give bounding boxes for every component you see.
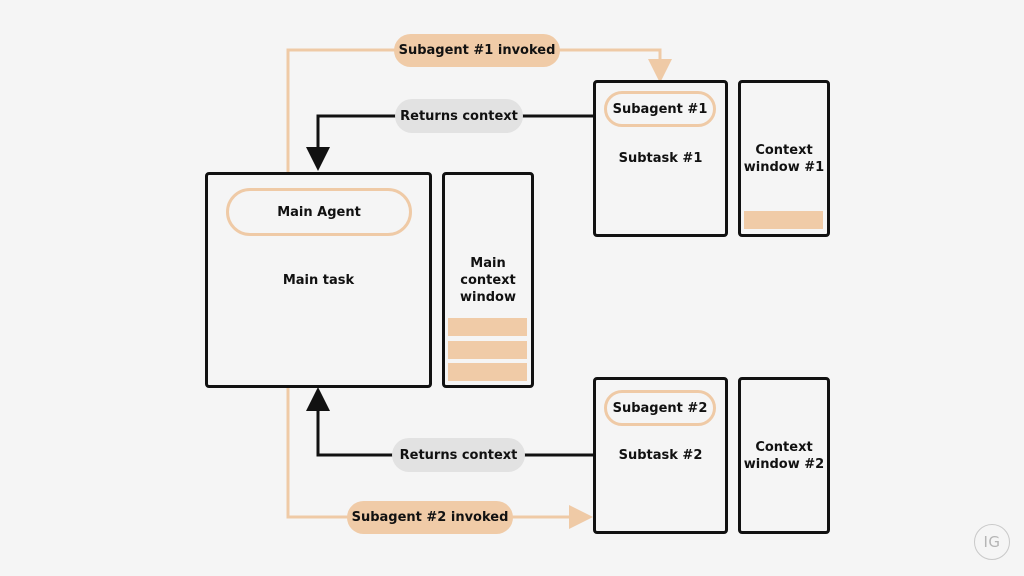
main-task-label: Main task	[282, 273, 355, 288]
subagent-1-invoked-tag: Subagent #1 invoked	[394, 34, 560, 67]
subtask-1-label: Subtask #1	[618, 151, 703, 166]
main-agent-label: Main Agent	[277, 204, 361, 220]
subagent-2-pill: Subagent #2	[604, 390, 716, 426]
subtask-2-label: Subtask #2	[618, 448, 703, 463]
context-window-1-box	[738, 80, 830, 237]
main-agent-pill: Main Agent	[226, 188, 412, 236]
subagent-2-invoked-tag: Subagent #2 invoked	[347, 501, 513, 534]
subagent-1-pill: Subagent #1	[604, 91, 716, 127]
main-context-bar	[448, 363, 527, 381]
context-window-2-label: Context window #2	[743, 440, 825, 472]
main-context-bar	[448, 318, 527, 336]
main-context-window-label: Main context window	[460, 256, 516, 305]
context-window-1-bar	[744, 211, 823, 229]
ig-logo: IG	[974, 524, 1010, 560]
context-window-1-label: Context window #1	[743, 143, 825, 175]
context-window-2-box	[738, 377, 830, 534]
returns-context-tag-2: Returns context	[392, 438, 525, 472]
returns-context-tag-1: Returns context	[395, 99, 523, 133]
main-context-bar	[448, 341, 527, 359]
subagent-1-label: Subagent #1	[612, 101, 708, 117]
subagent-2-label: Subagent #2	[612, 400, 708, 416]
